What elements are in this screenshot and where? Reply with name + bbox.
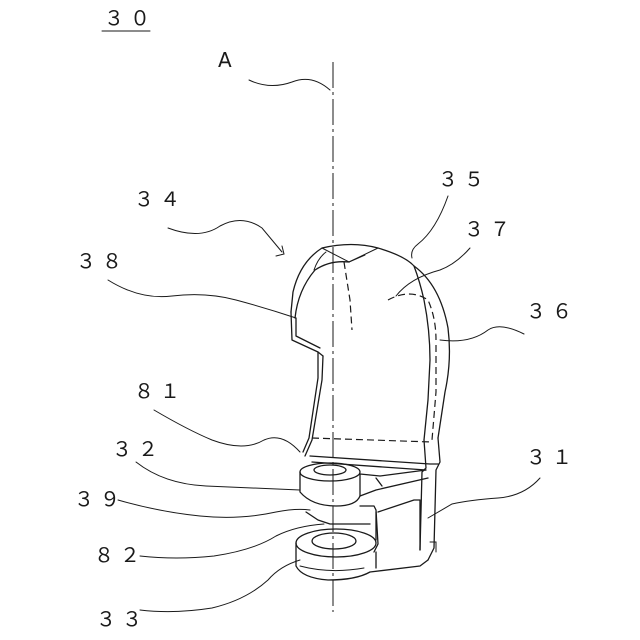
figure-number: ３０: [104, 6, 156, 30]
label-81: ８１: [134, 379, 186, 403]
label-A: A: [218, 48, 238, 72]
label-82: ８２: [94, 543, 146, 567]
label-35: ３５: [438, 167, 490, 191]
label-36: ３６: [526, 299, 578, 323]
label-32: ３２: [112, 437, 164, 461]
leader-34-arrowhead: [276, 246, 284, 256]
label-39: ３９: [74, 487, 126, 511]
label-38: ３８: [76, 249, 128, 273]
leader-lines: [108, 79, 540, 611]
leader-36: [440, 327, 524, 341]
leader-32: [136, 462, 300, 490]
label-33: ３３: [96, 607, 148, 631]
leader-39: [118, 500, 310, 517]
leader-38: [108, 280, 296, 318]
leader-34: [168, 220, 282, 252]
leader-81: [154, 410, 300, 452]
reference-labels: ３０ A ３４ ３５ ３７ ３８ ３６ ８１ ３２ ３１ ３９ ８２ ３３: [74, 6, 578, 631]
leader-37: [396, 248, 470, 296]
body-and-rings: [296, 438, 440, 580]
label-37: ３７: [464, 217, 516, 241]
leader-A: [249, 79, 330, 90]
leader-31: [428, 478, 540, 518]
label-34: ３４: [134, 187, 186, 211]
leader-33: [140, 560, 300, 612]
label-31: ３１: [526, 445, 578, 469]
hook-head: [291, 245, 449, 457]
leader-35: [412, 196, 448, 258]
